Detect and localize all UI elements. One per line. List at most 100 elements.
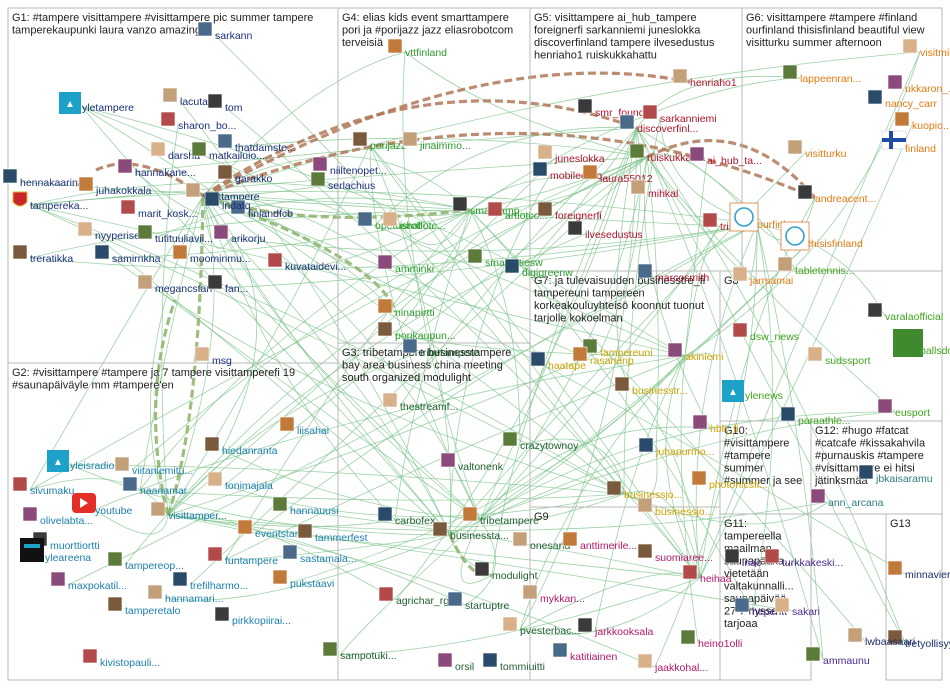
- node-tretyollisyys[interactable]: tretyollisyys: [887, 629, 950, 650]
- node-photonicsfi-[interactable]: photonicsfi...: [691, 470, 768, 491]
- node-sastamala-[interactable]: sastamala...: [282, 544, 357, 565]
- node-finland[interactable]: finland: [881, 130, 936, 155]
- node-porikaupun-[interactable]: porikaupun...: [377, 321, 456, 342]
- node-tutituuliavii-[interactable]: tutituuliavii...: [137, 224, 213, 245]
- node-porijazz[interactable]: porijazz: [352, 131, 406, 152]
- node-tribetampere[interactable]: tribetampere: [462, 506, 539, 527]
- node-nancy-carr[interactable]: nancy_carr: [867, 89, 937, 110]
- node-turkkakeski-[interactable]: turkkakeski...: [764, 548, 843, 569]
- node-haatape[interactable]: haatape: [530, 351, 586, 372]
- node-pukstaavi[interactable]: pukstaavi: [272, 569, 334, 590]
- node-garakko[interactable]: garakko: [217, 164, 273, 185]
- node-ai-hub-ta-[interactable]: ai_hub_ta...: [689, 146, 762, 167]
- node-ann-arcana[interactable]: ann_arcana: [810, 488, 884, 509]
- node-mykkan-[interactable]: mykkan...: [522, 584, 585, 605]
- node-arikorju[interactable]: arikorju: [213, 224, 266, 245]
- node-sampotuki-[interactable]: sampotuki...: [322, 641, 397, 662]
- node-heihaa[interactable]: heihaa: [682, 564, 732, 585]
- node-jarrsamai[interactable]: jarrsamai: [732, 266, 793, 287]
- node-tommiuitti[interactable]: tommiuitti: [482, 652, 545, 673]
- node-yleisradio[interactable]: ▲yleisradio: [47, 450, 115, 472]
- node-businessjo-[interactable]: businessjo...: [637, 497, 713, 518]
- node-trefilharmo-[interactable]: trefilharmo...: [172, 571, 248, 592]
- node-heino1olli[interactable]: heino1olli: [680, 629, 742, 650]
- node-inac[interactable]: inac: [724, 548, 761, 569]
- node-businessta-[interactable]: businessta...: [432, 521, 509, 542]
- node-digigreenw[interactable]: digigreenw: [504, 258, 573, 279]
- node-mihkal[interactable]: mihkal: [630, 179, 678, 200]
- node-artiotco-[interactable]: artiotco...: [487, 201, 548, 222]
- node-jinaimmo-[interactable]: jinaimmo...: [402, 131, 471, 152]
- node-lappeenran-[interactable]: lappeenran...: [782, 64, 861, 85]
- node-vttfinland[interactable]: vttfinland: [387, 38, 447, 59]
- node-discoverfinl-[interactable]: discoverfinl...: [619, 114, 698, 135]
- node-dsw-news[interactable]: dsw_news: [732, 322, 799, 343]
- node-amminki[interactable]: amminki: [377, 254, 434, 275]
- node-hannakane-[interactable]: hannakane...: [117, 158, 196, 179]
- node-agrichar-rg[interactable]: agrichar_rg: [378, 586, 449, 607]
- node-isrobotc-[interactable]: isrobotc...: [382, 211, 446, 232]
- node-lndatq[interactable]: lndatq: [204, 191, 251, 212]
- node-thestreamf-[interactable]: thestreamf...: [382, 392, 458, 413]
- node-kivistopauli-[interactable]: kivistopauli...: [82, 648, 160, 669]
- node-serlachius[interactable]: serlachius: [310, 171, 375, 192]
- node-ylenews[interactable]: ▲ylenews: [722, 380, 783, 402]
- node-sudssport[interactable]: sudssport: [807, 346, 871, 367]
- node-minnavieru-[interactable]: minnavieru...: [887, 560, 950, 581]
- node-jbkaisaramu[interactable]: jbkaisaramu: [858, 464, 933, 485]
- node-crazytownoy[interactable]: crazytownoy: [502, 431, 579, 452]
- node-moominmu-[interactable]: moominmu...: [172, 244, 251, 265]
- node-niiltenopet-[interactable]: niiltenopet...: [312, 156, 387, 177]
- node-tamperetalo[interactable]: tamperetalo: [107, 596, 181, 617]
- node-olivelabta-[interactable]: olivelabta...: [22, 506, 93, 527]
- node-samirnkha[interactable]: samirnkha: [94, 244, 161, 265]
- node-viitaniemitu-[interactable]: viitaniemitu...: [114, 456, 193, 477]
- node-ukkaron-[interactable]: ukkaron_...: [887, 74, 950, 95]
- node-yletampere[interactable]: ▲yletampere: [59, 92, 134, 114]
- node-juneslokka[interactable]: juneslokka: [537, 144, 605, 165]
- node-tampereop-[interactable]: tampereop...: [107, 551, 184, 572]
- node-jaakkohal-[interactable]: jaakkohal...: [637, 653, 708, 674]
- node-valtonenk[interactable]: valtonenk: [440, 452, 504, 473]
- node-visitturku[interactable]: visitturku: [787, 139, 847, 160]
- node-visitmikkeli[interactable]: visitmikkeli: [902, 38, 950, 59]
- node-tammerfest[interactable]: tammerfest: [297, 523, 368, 544]
- node-sharon-bo-[interactable]: sharon_bo...: [160, 111, 236, 132]
- node-kuvataidevi-[interactable]: kuvataidevi...: [267, 252, 346, 273]
- node-thatdamste-[interactable]: thatdamste...: [217, 133, 296, 154]
- node-eusport[interactable]: eusport: [877, 398, 930, 419]
- node-smr-found[interactable]: smr_found: [577, 98, 645, 119]
- node-onesand[interactable]: onesand: [512, 531, 570, 552]
- node-tom[interactable]: tom: [207, 93, 243, 114]
- node-henriaho1[interactable]: henriaho1: [672, 68, 737, 89]
- node-carbofex[interactable]: carbofex: [377, 506, 436, 527]
- node-fan-[interactable]: fan...: [207, 274, 248, 295]
- node-marcosmith[interactable]: marcosmith: [637, 263, 709, 284]
- node-matkailuio-[interactable]: matkailuio...: [191, 141, 265, 162]
- node-suomiaree-[interactable]: suomiaree...: [637, 543, 713, 564]
- node-akiniemi[interactable]: akiniemi: [667, 342, 724, 363]
- node-tampereka-[interactable]: tampereka...: [12, 191, 88, 212]
- node-treratikka[interactable]: treratikka: [12, 244, 73, 265]
- node-juhakokkala[interactable]: juhakokkala: [78, 176, 152, 197]
- node-ninapirtti[interactable]: ninapirtti: [377, 298, 435, 319]
- node-naanamar[interactable]: naanamar: [122, 476, 188, 497]
- node-anttimerile-[interactable]: anttimerile...: [562, 531, 637, 552]
- node-visittamper-[interactable]: visittamper...: [150, 501, 227, 522]
- node-hiedanranta[interactable]: hiedanranta: [204, 436, 278, 457]
- node-lwbaasaari[interactable]: lwbaasaari: [847, 627, 915, 648]
- node-megancstarr[interactable]: megancstarr: [137, 274, 214, 295]
- node-hannauusi[interactable]: hannauusi: [272, 496, 338, 517]
- node-nyyperiseo[interactable]: nyyperiseo: [77, 221, 146, 242]
- node-maxpokatil-[interactable]: maxpokatil...: [50, 571, 127, 592]
- node-pvesterbac-[interactable]: pvesterbac...: [502, 616, 580, 637]
- node-liisahai[interactable]: liisahai: [279, 416, 329, 437]
- node-hannamari-[interactable]: hannamari...: [147, 584, 223, 605]
- node-youtube[interactable]: youtube: [72, 493, 133, 517]
- node-rasanenp[interactable]: rasanenp: [572, 346, 634, 367]
- node-thisisfinland[interactable]: thisisfinland: [780, 221, 863, 251]
- node-ballsdotie[interactable]: ballsdotie: [893, 329, 950, 357]
- node-hbh-fi[interactable]: hbh_fi: [692, 414, 739, 435]
- node-varalaofficial[interactable]: varalaofficial: [867, 302, 943, 323]
- node-jarkkooksala[interactable]: jarkkooksala: [577, 617, 654, 638]
